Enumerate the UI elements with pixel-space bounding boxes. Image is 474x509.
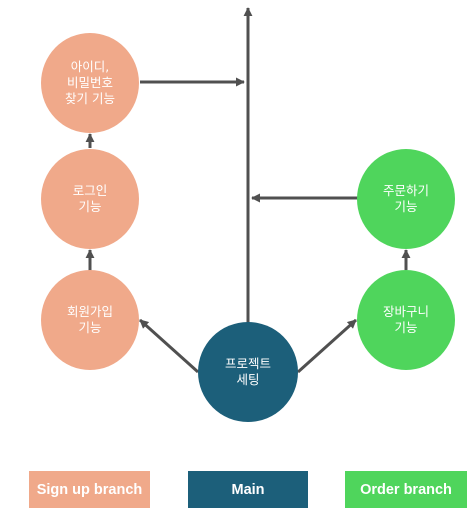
- login-node: 로그인 기능: [41, 149, 139, 249]
- setting-to-cart-arrow: [296, 318, 358, 374]
- signup-node: 회원가입 기능: [41, 270, 139, 370]
- legend-order-branch: Order branch: [345, 471, 467, 508]
- cart-node: 장바구니 기능: [357, 270, 455, 370]
- legend-signup-branch: Sign up branch: [29, 471, 150, 508]
- setting-to-signup-arrow: [138, 318, 200, 374]
- order-node: 주문하기 기능: [357, 149, 455, 249]
- find-id-password-node: 아이디, 비밀번호 찾기 기능: [41, 33, 139, 133]
- project-setting-node: 프로젝트 세팅: [198, 322, 298, 422]
- legend-main: Main: [188, 471, 308, 508]
